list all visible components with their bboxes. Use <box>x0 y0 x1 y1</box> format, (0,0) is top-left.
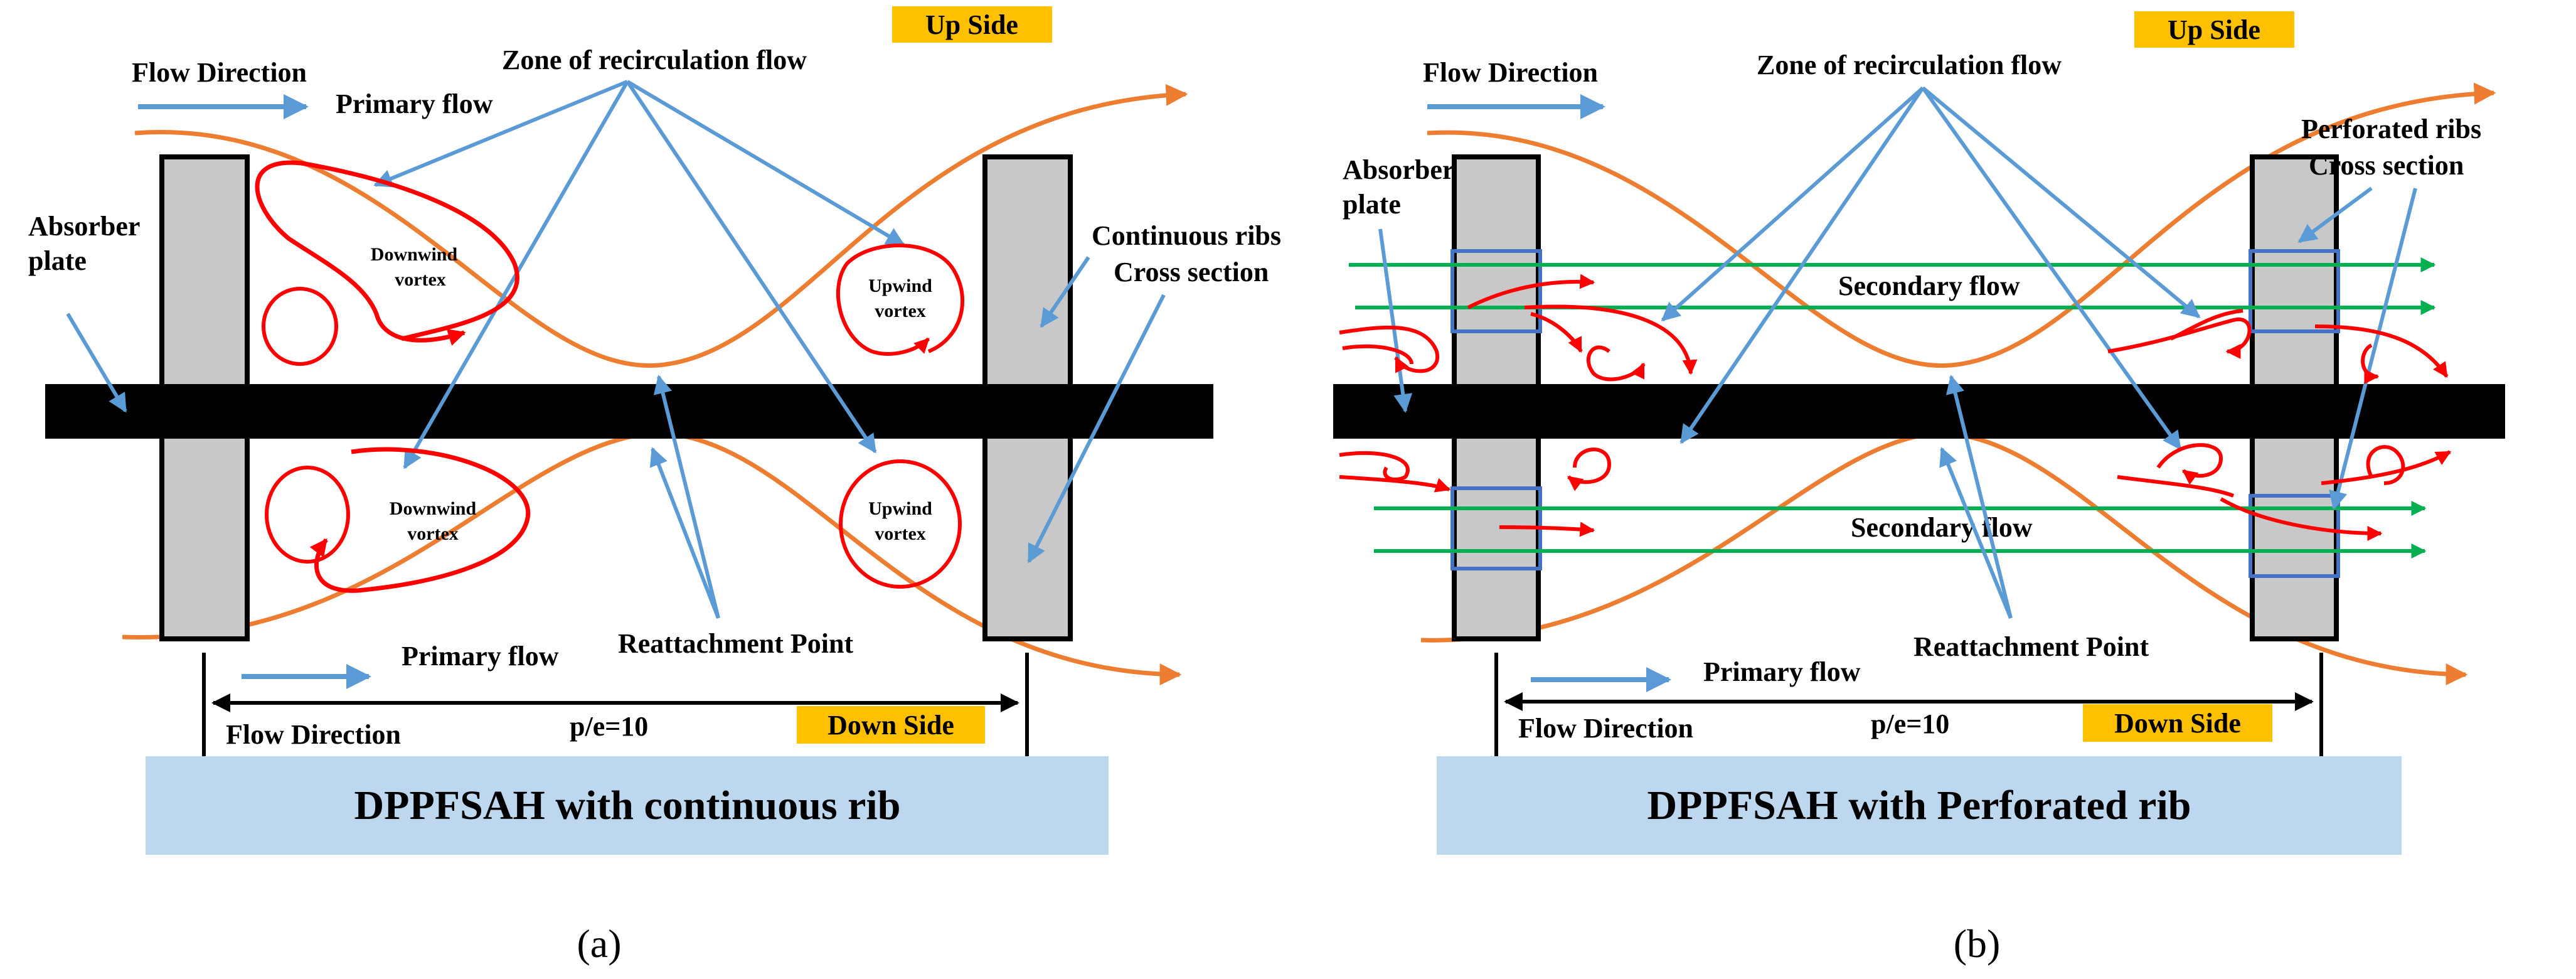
flow-direction-top-a: Flow Direction <box>132 57 307 88</box>
downwind-vortex-upper-a <box>255 160 519 346</box>
reattachment-label-a: Reattachment Point <box>618 628 853 659</box>
secondary-flow-label-lower-b: Secondary flow <box>1851 512 2033 543</box>
swirl-right-outlet-lower-2-b <box>2321 450 2452 485</box>
primary-flow-bottom-a: Primary flow <box>402 641 559 671</box>
swirl-pass-lower-b <box>1499 522 1595 537</box>
swirl-right-curl-upper-b <box>2361 343 2380 384</box>
primary-flow-curve-upper-a <box>134 83 1188 368</box>
reattach-pointer-upper-b <box>1945 375 2013 619</box>
up-side-label-b: Up Side <box>2168 14 2260 45</box>
reattach-pointer-lower-b <box>1939 447 2013 619</box>
primary-flow-top-a: Primary flow <box>336 88 493 119</box>
perforation-upper-left-b <box>1450 249 1542 333</box>
swirl-inlet-lower-2-b <box>1339 475 1451 493</box>
down-side-label-b: Down Side <box>2114 708 2241 739</box>
swirl-upper-mid-b <box>1524 304 1698 375</box>
ribs-pointer-lower-b <box>2329 188 2417 510</box>
title-a: DPPFSAH with continuous rib <box>354 783 901 828</box>
secondary-flow-label-upper-b: Secondary flow <box>1838 270 2020 301</box>
caption-a: (a) <box>577 921 621 966</box>
absorber-label-b-2: plate <box>1343 189 1401 220</box>
swirl-inlet-lower-b <box>1339 451 1410 481</box>
flow-direction-top-b: Flow Direction <box>1423 57 1598 88</box>
zone-label-a: Zone of recirculation flow <box>502 45 807 75</box>
title-box-a <box>146 756 1109 855</box>
swirl-right-upper-2-b <box>2169 309 2243 341</box>
up-side-tag-b <box>2134 11 2294 48</box>
upwind-vortex-label-upper-a-2: vortex <box>875 301 926 321</box>
upwind-vortex-lower-a <box>839 459 962 589</box>
perforation-upper-right-b <box>2249 249 2340 333</box>
zone-pointer-1-b <box>1661 86 1924 322</box>
perforation-lower-right-b <box>2249 494 2340 578</box>
zone-label-b: Zone of recirculation flow <box>1757 50 2062 80</box>
swirl-upper-after-b <box>1530 312 1583 353</box>
flow-direction-bottom-b: Flow Direction <box>1518 713 1693 744</box>
reattach-pointer-upper-a <box>653 375 720 619</box>
down-side-label-a: Down Side <box>828 710 954 741</box>
absorber-pointer-a <box>66 313 127 413</box>
ribs-pointer-upper-a <box>1040 256 1090 328</box>
zone-pointer-1-a <box>373 80 629 188</box>
downwind-vortex-label-upper-a-2: vortex <box>395 269 446 290</box>
flow-direction-bottom-a: Flow Direction <box>226 719 401 750</box>
absorber-label-a: Absorber <box>28 211 140 242</box>
pitch-label-b: p/e=10 <box>1871 709 1949 739</box>
ribs-label-a: Continuous ribs <box>1092 220 1281 251</box>
up-side-tag-a <box>892 6 1052 43</box>
small-vortex-lower-a <box>265 466 350 564</box>
ribs-pointer-lower-a <box>1027 294 1166 564</box>
upwind-vortex-upper-a <box>836 243 964 356</box>
swirl-right-lower-2-b <box>2156 443 2223 485</box>
zone-pointer-2-b <box>1679 87 1925 444</box>
absorber-label-b: Absorber <box>1343 154 1454 185</box>
downwind-vortex-label-upper-a: Downwind <box>371 244 458 265</box>
upwind-vortex-label-lower-a-2: vortex <box>875 523 926 544</box>
downwind-vortex-label-lower-a: Downwind <box>390 498 477 519</box>
swirl-right-upper-b <box>2107 317 2252 359</box>
upwind-vortex-label-upper-a: Upwind <box>868 276 932 296</box>
zone-pointer-4-a <box>625 80 877 454</box>
swirl-inlet-upper-2-b <box>1342 344 1413 365</box>
pitch-label-a: p/e=10 <box>570 711 648 742</box>
swirl-right-outlet-upper-b <box>2314 324 2449 378</box>
swirl-right-curl-lower-b <box>2366 445 2405 485</box>
reattach-pointer-lower-a <box>649 447 720 619</box>
ribs-label-b-2: Cross section <box>2309 150 2464 181</box>
absorber-plate-a <box>45 384 1213 439</box>
swirl-inlet-upper-b <box>1339 325 1440 373</box>
zone-pointer-4-b <box>1921 87 2182 451</box>
ribs-label-b: Perforated ribs <box>2301 114 2481 144</box>
downwind-vortex-label-lower-a-2: vortex <box>407 523 459 544</box>
swirl-curl-lower-b <box>1567 447 1612 491</box>
up-side-label-a: Up Side <box>925 9 1018 40</box>
down-side-tag-a <box>797 706 985 744</box>
zone-pointer-3-a <box>626 80 905 247</box>
panel-b: Up Side Flow Direction Zone of recircula… <box>1333 11 2505 966</box>
down-side-tag-b <box>2083 704 2272 742</box>
title-b: DPPFSAH with Perforated rib <box>1647 783 2191 828</box>
ribs-pointer-upper-b <box>2297 186 2373 243</box>
caption-b: (b) <box>1954 921 2001 966</box>
swirl-curl-upper-b <box>1586 345 1646 382</box>
ribs-label-a-2: Cross section <box>1114 257 1269 287</box>
absorber-label-a-2: plate <box>28 245 87 276</box>
absorber-plate-b <box>1333 384 2505 439</box>
upwind-vortex-label-lower-a: Upwind <box>868 498 932 519</box>
reattachment-label-b: Reattachment Point <box>1913 631 2149 662</box>
primary-flow-bottom-b: Primary flow <box>1703 656 1861 687</box>
absorber-pointer-b <box>1378 228 1413 413</box>
downwind-vortex-lower-a <box>309 447 531 593</box>
swirl-right-outlet-lower-b <box>2220 497 2383 541</box>
panel-a: Up Side Flow Direction Primary flow Zone… <box>28 6 1281 966</box>
zone-pointer-3-b <box>1922 86 2201 319</box>
swirl-pass-upper-b <box>1467 274 1595 309</box>
swirl-right-lower-b <box>2117 475 2235 498</box>
small-vortex-upper-a <box>262 287 338 366</box>
title-box-b <box>1437 756 2402 855</box>
